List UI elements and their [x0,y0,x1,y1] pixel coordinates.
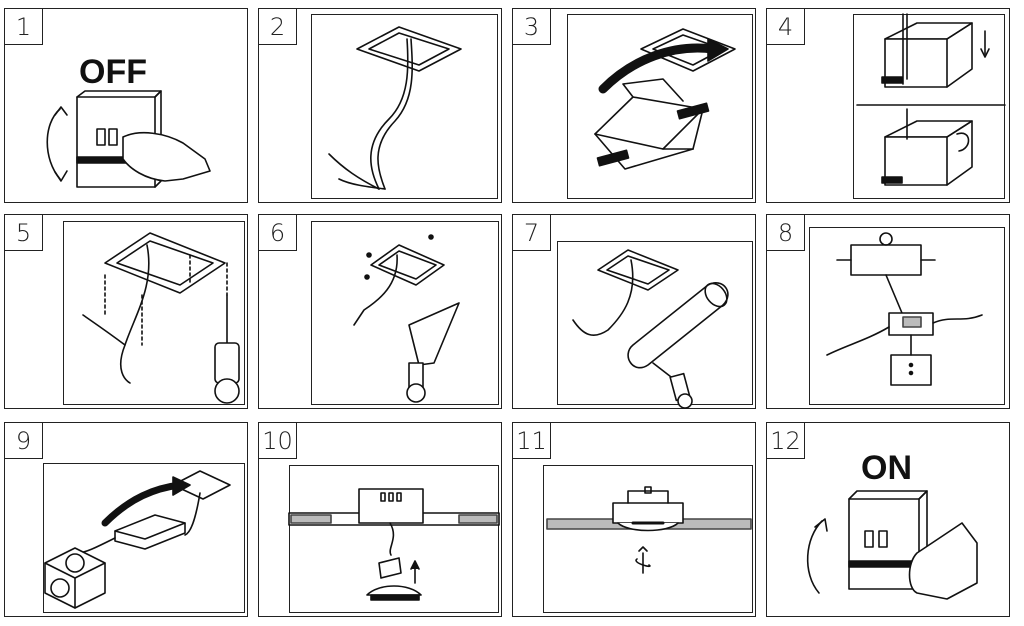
on-label: ON [861,449,912,487]
step-number: 1 [5,9,43,45]
screw-box-illustration [82,232,240,404]
step-8-panel: 8 [766,214,1010,409]
illustration-frame [567,14,753,199]
install-lamp-illustration [288,488,500,601]
illustration-frame [311,221,499,405]
fix-box-clips-illustration [856,13,1006,186]
switch-off-illustration [46,90,211,188]
step-number: 10 [259,423,297,459]
step-6-panel: 6 [258,214,502,409]
step-4-panel: 4 [766,8,1010,203]
insert-box-illustration [594,28,736,170]
fill-gaps-illustration [353,234,460,403]
illustration-frame [289,465,499,613]
wiring-connection-illustration [826,232,983,386]
illustration-frame [43,463,245,613]
step-number: 4 [767,9,805,45]
step-10-panel: 10 [258,422,502,617]
step-11-panel: 11 [512,422,756,617]
step-12-panel: 12 ON [766,422,1010,617]
step-number: 8 [767,215,805,251]
step-7-panel: 7 [512,214,756,409]
step-number: 7 [513,215,551,251]
illustration-frame [809,227,1005,405]
cable-through-ceiling-illustration [328,26,462,190]
connect-driver-illustration [44,470,231,609]
step-3-panel: 3 [512,8,756,203]
step-number: 12 [767,423,805,459]
off-label: OFF [79,53,147,91]
switch-on-illustration [806,490,978,600]
step-number: 6 [259,215,297,251]
illustration-frame [63,221,245,405]
step-9-panel: 9 [4,422,248,617]
step-number: 3 [513,9,551,45]
illustration-frame [557,241,753,405]
step-1-panel: 1 OFF [4,8,248,203]
step-number: 9 [5,423,43,459]
illustration-frame [311,14,498,199]
step-number: 5 [5,215,43,251]
illustration-frame [853,14,1005,199]
illustration-frame [543,465,753,613]
step-5-panel: 5 [4,214,248,409]
secure-lamp-illustration [546,486,752,574]
paint-ceiling-illustration [572,249,729,409]
step-number: 2 [259,9,297,45]
step-number: 11 [513,423,551,459]
step-2-panel: 2 [258,8,502,203]
